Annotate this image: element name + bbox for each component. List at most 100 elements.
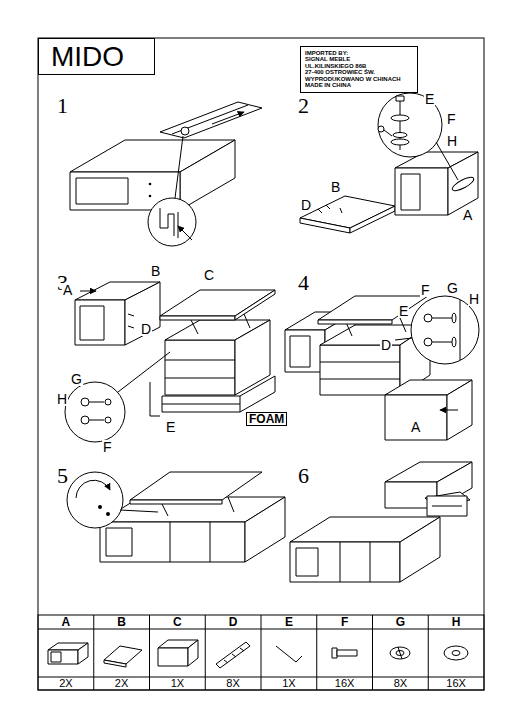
- step-3-figure-stroke: [162, 404, 240, 405]
- step-2-figure-stroke: [384, 130, 392, 136]
- step-3-figure-stroke: [240, 396, 241, 412]
- part-c-icon: [158, 640, 198, 666]
- part-g-icon-stroke: [390, 647, 410, 659]
- table-header: D: [229, 616, 238, 628]
- part-callout: F: [102, 440, 113, 454]
- step-2-figure-stroke: [300, 218, 350, 233]
- step-5-figure-stroke: [245, 497, 285, 562]
- step-2-figure: [300, 93, 478, 233]
- packing-note: FOAM: [246, 412, 287, 426]
- step-number: 2: [298, 95, 309, 117]
- step-5-figure-stroke: [130, 472, 262, 500]
- quantity-cell: 1X: [171, 678, 184, 689]
- table-header: G: [396, 616, 405, 628]
- step-4-figure-stroke: [460, 300, 461, 360]
- part-callout: D: [380, 338, 392, 352]
- step-6-figure: [290, 462, 472, 582]
- part-a-icon-stroke: [78, 643, 88, 664]
- step-4-figure-stroke: [400, 318, 406, 332]
- step-4-figure-stroke: [385, 395, 447, 440]
- step-1-figure-stroke: [178, 226, 192, 240]
- step-1-figure-stroke: [160, 208, 174, 236]
- part-callout: H: [446, 134, 458, 148]
- part-f-icon: [332, 648, 357, 658]
- step-3-figure-stroke: [81, 398, 89, 406]
- step-6-figure-stroke: [370, 542, 371, 582]
- step-4-figure: [285, 296, 479, 440]
- part-e-icon-stroke: [276, 646, 302, 662]
- part-g-icon: [390, 647, 410, 659]
- part-callout: A: [62, 283, 73, 297]
- step-3-figure-stroke: [89, 402, 104, 403]
- importer-line: SIGNAL MEBLE: [305, 56, 413, 62]
- step-number: 4: [298, 272, 309, 294]
- table-header: E: [285, 616, 293, 628]
- part-callout: B: [150, 264, 161, 278]
- step-3-figure-stroke: [80, 291, 96, 292]
- step-4-figure-stroke: [424, 338, 432, 346]
- part-callout: F: [446, 112, 457, 126]
- parts-table-stroke: [372, 615, 373, 690]
- step-2-figure-stroke: [391, 115, 409, 121]
- importer-line: IMPORTED BY:: [305, 50, 413, 56]
- parts-table-stroke: [149, 615, 150, 690]
- step-6-figure-stroke: [427, 496, 467, 516]
- step-5-figure-stroke: [170, 522, 171, 562]
- step-3-figure-stroke: [165, 340, 235, 395]
- step-4-figure-stroke: [430, 342, 452, 343]
- step-number: 1: [57, 95, 68, 117]
- step-5-figure-stroke: [100, 522, 245, 562]
- step-3-figure-stroke: [165, 360, 235, 361]
- step-1-figure-stroke: [148, 198, 196, 246]
- part-h-icon: [444, 646, 468, 660]
- step-number: 5: [57, 465, 68, 487]
- step-3-figure-stroke: [81, 416, 89, 424]
- part-a-icon: [48, 643, 88, 664]
- part-callout: G: [70, 372, 83, 386]
- step-3-figure-stroke: [128, 326, 134, 328]
- step-1-figure-stroke: [149, 195, 152, 198]
- table-header: B: [117, 616, 126, 628]
- sheet-frame: [38, 38, 484, 690]
- part-callout: A: [410, 420, 421, 434]
- step-1-figure-stroke: [175, 136, 183, 198]
- part-callout: G: [446, 281, 459, 295]
- step-2-figure-stroke: [393, 133, 407, 138]
- part-c-icon-stroke: [158, 648, 188, 666]
- step-5-figure-stroke: [120, 510, 158, 512]
- step-4-figure-stroke: [290, 336, 310, 367]
- quantity-cell: 2X: [115, 678, 128, 689]
- step-5-figure-stroke: [106, 512, 110, 516]
- part-g-icon-stroke: [398, 647, 402, 659]
- step-3-figure-stroke: [244, 314, 250, 328]
- step-5-figure-stroke: [210, 522, 211, 562]
- step-number: 6: [298, 465, 309, 487]
- parts-table-stroke: [38, 615, 484, 690]
- part-callout: H: [468, 292, 480, 306]
- importer-line: 27-400 OSTROWIEC ŚW.: [305, 69, 413, 75]
- part-h-icon-stroke: [444, 646, 468, 660]
- step-5-figure-stroke: [130, 500, 222, 504]
- step-4-figure-stroke: [452, 337, 456, 347]
- part-d-icon-stroke: [232, 654, 236, 657]
- table-header: F: [341, 616, 348, 628]
- step-1-figure: [70, 102, 262, 246]
- part-callout: H: [56, 392, 68, 406]
- step-6-figure-stroke: [400, 517, 440, 582]
- quantity-cell: 2X: [59, 678, 72, 689]
- step-4-figure-stroke: [452, 313, 456, 323]
- part-callout: E: [165, 420, 176, 434]
- part-callout: B: [330, 180, 341, 194]
- parts-table: [38, 615, 484, 690]
- step-2-figure-stroke: [401, 174, 420, 210]
- step-2-figure-stroke: [318, 209, 322, 213]
- step-4-figure-stroke: [424, 314, 432, 322]
- table-header: C: [173, 616, 182, 628]
- step-4-figure-stroke: [440, 410, 458, 411]
- step-2-figure-stroke: [391, 139, 409, 145]
- part-a-icon-stroke: [48, 650, 78, 664]
- step-3-figure-stroke: [235, 290, 275, 320]
- step-3-figure-stroke: [235, 320, 270, 395]
- step-1-figure-stroke: [178, 212, 179, 238]
